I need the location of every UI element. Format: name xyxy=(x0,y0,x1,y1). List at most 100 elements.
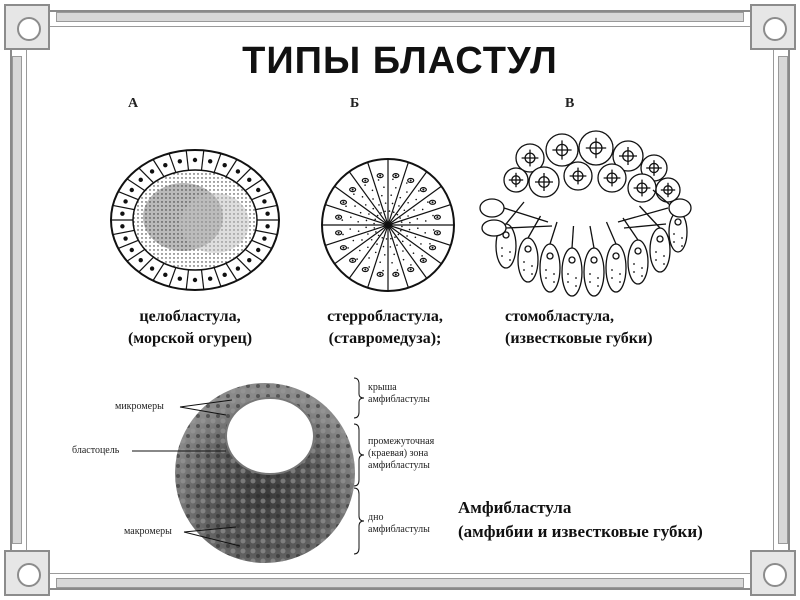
cell-wall xyxy=(225,159,238,178)
amphiblastula-diagram xyxy=(175,383,355,563)
yolk-granule xyxy=(427,201,429,203)
yolk-granule xyxy=(367,246,369,249)
yolk-granule xyxy=(410,264,412,266)
yolk-granule xyxy=(416,218,419,220)
label-bottom-line1: дно xyxy=(368,512,384,523)
cell-wall xyxy=(244,178,264,192)
cell-nucleus xyxy=(256,247,261,253)
cell-nucleus xyxy=(207,159,213,164)
yolk-granule xyxy=(394,236,396,238)
caption-b-line2: (ставромедуза); xyxy=(328,330,442,347)
cell-nucleus xyxy=(163,272,168,278)
yolk-granule xyxy=(376,214,379,217)
cell-wall xyxy=(255,204,278,211)
cell-nucleus xyxy=(265,211,270,216)
yolk-granule xyxy=(619,281,621,283)
cell-nucleolus xyxy=(379,273,382,276)
yolk-granule xyxy=(673,241,675,243)
cell-wall xyxy=(152,262,165,281)
caption-a-line2: (морской огурец) xyxy=(127,330,253,347)
yolk-granule xyxy=(401,240,404,243)
yolk-granule xyxy=(367,233,369,235)
cell-wall xyxy=(387,185,442,226)
cell-wall xyxy=(185,150,190,171)
cell-nucleus xyxy=(247,257,252,263)
yolk-granule xyxy=(406,191,408,193)
yolk-granule xyxy=(424,220,427,222)
cell-wall xyxy=(325,204,389,226)
yolk-granule xyxy=(407,215,409,217)
yolk-granule xyxy=(341,219,344,221)
cytoplasmic-strand xyxy=(623,223,667,229)
yolk-granule xyxy=(350,216,352,218)
cell-nucleus xyxy=(123,236,128,241)
yolk-granule xyxy=(397,233,400,236)
yolk-granule xyxy=(509,259,511,261)
cell-wall xyxy=(255,229,278,236)
yolk-granule xyxy=(408,228,411,231)
yolk-granule xyxy=(347,247,349,249)
cell-nucleolus xyxy=(394,273,397,276)
yolk-granule xyxy=(385,238,388,240)
yolk-granule xyxy=(371,189,374,192)
yolk-granule xyxy=(359,211,362,214)
yolk-granule xyxy=(383,186,385,189)
cell-nucleus xyxy=(524,245,532,253)
caption-b-line1: стерробластула, xyxy=(327,308,443,325)
label-roof: крыша амфибластулы xyxy=(368,382,430,406)
yolk-granule xyxy=(641,275,643,277)
yolk-granule xyxy=(420,243,422,245)
yolk-granule xyxy=(391,261,393,264)
cell-wall xyxy=(138,256,154,273)
yolk-granule xyxy=(356,258,358,260)
panel-letter-a: А xyxy=(128,96,139,111)
cytoplasmic-strand xyxy=(505,225,553,229)
yolk-granule xyxy=(575,277,577,279)
cell-wall xyxy=(387,224,442,265)
cell-nucleus xyxy=(502,231,510,239)
slide-title: ТИПЫ БЛАСТУЛ xyxy=(242,40,558,82)
cell-wall xyxy=(325,224,389,246)
yolk-granule xyxy=(509,251,511,253)
stomoblastula-diagram xyxy=(479,130,692,297)
label-bottom: дно амфибластулы xyxy=(368,512,430,536)
flagellum xyxy=(571,225,575,249)
cell-nucleus xyxy=(265,224,270,229)
cell-nucleolus xyxy=(431,201,434,204)
caption-amphiblastula: Амфибластула (амфибии и известковые губк… xyxy=(458,496,703,544)
yolk-granule xyxy=(407,201,409,204)
yolk-granule xyxy=(399,217,401,219)
cell-nucleus xyxy=(177,276,183,281)
cell-nucleus xyxy=(634,247,642,255)
cell-nucleolus xyxy=(422,188,425,191)
label-middle-line1: промежуточная xyxy=(368,436,435,447)
cell-wall xyxy=(185,269,190,290)
yolk-granule xyxy=(374,218,377,221)
cell-nucleus xyxy=(207,276,213,281)
yolk-granule xyxy=(633,271,635,273)
label-blastocoel: бластоцель xyxy=(72,445,120,456)
flagellum xyxy=(605,221,617,245)
yolk-granule xyxy=(575,285,577,287)
yolk-granule xyxy=(382,245,385,248)
label-roof-line1: крыша xyxy=(368,382,397,393)
yolk-granule xyxy=(412,252,415,254)
cell-nucleus xyxy=(129,187,134,193)
yolk-granule xyxy=(553,281,555,283)
yolk-granule xyxy=(365,226,367,229)
yolk-granule xyxy=(589,273,591,275)
yolk-granule xyxy=(372,198,374,200)
cell-nucleus xyxy=(590,256,598,264)
cell-wall xyxy=(251,190,272,201)
yolk-granule xyxy=(531,265,533,267)
yolk-granule xyxy=(388,210,391,212)
yolk-granule xyxy=(377,234,380,237)
cell-wall xyxy=(152,159,165,178)
cell-nucleus xyxy=(138,257,143,263)
cell-nucleolus xyxy=(351,259,354,262)
yolk-granule xyxy=(365,219,368,222)
cell-nucleus xyxy=(247,177,252,183)
left-frame-bar xyxy=(12,56,22,544)
cell-nucleus xyxy=(612,252,620,260)
